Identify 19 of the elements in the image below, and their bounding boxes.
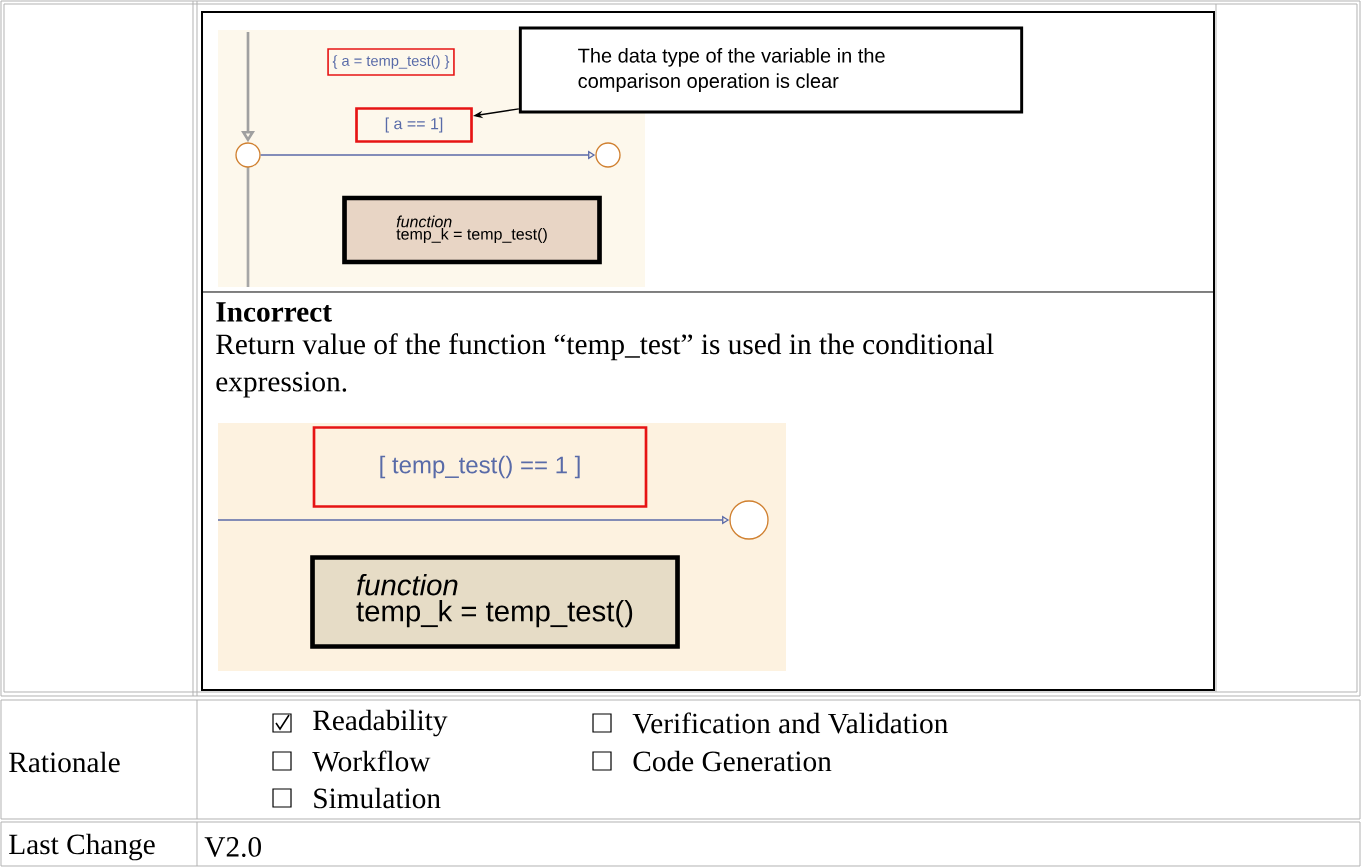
condition-box: [ temp_test() == 1 ] xyxy=(312,426,648,508)
condition-box: [ a == 1] xyxy=(355,107,473,143)
option-label: Workflow xyxy=(312,750,431,772)
heading: Incorrect xyxy=(216,302,332,322)
row-header: Rationale xyxy=(9,751,120,773)
condition-box: { a = temp_test() } xyxy=(327,48,455,76)
state-circle xyxy=(595,142,621,168)
row-header: Last Change xyxy=(9,833,155,861)
function-box: function temp_k = temp_test() xyxy=(310,555,680,649)
option-label: Readability xyxy=(313,709,448,737)
option-label: Verification and Validation xyxy=(632,712,948,734)
cell-text: V2.0 xyxy=(204,837,261,857)
function-box: function temp_k = temp_test() xyxy=(342,195,602,265)
description-text: Return value of the function “temp_test” is used in the conditional expression. xyxy=(216,333,994,398)
junction-circle xyxy=(235,142,261,168)
callout-box: The data type of the variable in the comparison operation is clear xyxy=(518,26,1024,114)
option-label: Code Generation xyxy=(633,750,832,772)
option-label: Simulation xyxy=(314,787,441,809)
state-circle xyxy=(729,500,769,540)
